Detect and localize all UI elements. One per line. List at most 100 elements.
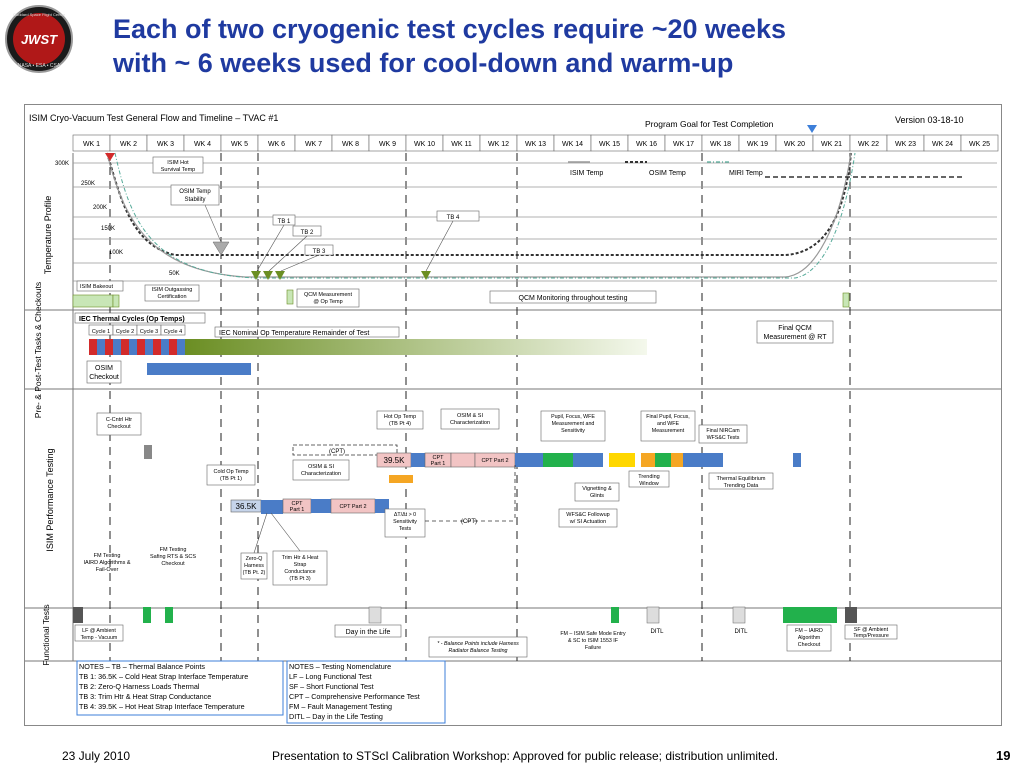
tb4-marker-icon — [421, 271, 431, 280]
temp-365k: 36.5K — [236, 502, 258, 511]
goal-marker-icon — [807, 125, 817, 133]
legend-osim: OSIM Temp — [649, 170, 686, 177]
week-label: WK 13 — [525, 141, 546, 148]
note-line: NOTES – Testing Nomenclature — [289, 662, 391, 671]
temp-150k: 150K — [101, 226, 115, 232]
version-label: Version 03-18-10 — [895, 115, 964, 125]
ditl1-bar — [646, 606, 660, 624]
iec-cycle-stripes — [89, 339, 185, 355]
section-pre-text: Pre- & Post-Test Tasks & Checkouts — [33, 282, 43, 418]
week-label: WK 15 — [599, 141, 620, 148]
cycle-stripe — [105, 339, 113, 355]
logo-bottom-text: NASA • ESA • CSA — [18, 63, 61, 69]
osim-temp-curve — [106, 152, 852, 256]
goal-label: Program Goal for Test Completion — [645, 119, 774, 129]
week-label: WK 24 — [932, 141, 953, 148]
week-label: WK 8 — [342, 141, 359, 148]
ditl2-label: DITL — [734, 629, 748, 635]
title-line-1: Each of two cryogenic test cycles requir… — [113, 14, 787, 44]
cycle-label: Cycle 3 — [140, 329, 158, 335]
week-label: WK 6 — [268, 141, 285, 148]
notes-test-box — [286, 660, 446, 724]
week-label: WK 7 — [305, 141, 322, 148]
week-label: WK 25 — [969, 141, 990, 148]
pupil-bar-green — [543, 453, 573, 467]
section-pre-label: Pre- & Post-Test Tasks & Checkouts — [33, 282, 43, 418]
cycle-stripe — [137, 339, 145, 355]
trending-bar — [609, 453, 635, 467]
cycle-stripe — [177, 339, 185, 355]
fm-safe-bar — [165, 607, 173, 623]
timeline-svg: ISIM Cryo-Vacuum Test General Flow and T… — [25, 113, 1001, 724]
cpt-part2-label: CPT Part 2 — [339, 504, 366, 510]
fm-iaird-bar — [783, 607, 837, 623]
footer-text: Presentation to STScI Calibration Worksh… — [272, 749, 779, 763]
miri-temp-curve — [114, 152, 856, 279]
tb1-marker-icon — [251, 271, 261, 280]
cycle-label: Cycle 1 — [92, 329, 110, 335]
week-label: WK 3 — [157, 141, 174, 148]
week-label: WK 12 — [488, 141, 509, 148]
note-line: TB 3: Trim Htr & Heat Strap Conductance — [79, 692, 211, 701]
week-label: WK 20 — [784, 141, 805, 148]
survival-marker-icon — [105, 153, 115, 161]
cycle-stripe — [153, 339, 161, 355]
tb3-marker-icon — [275, 271, 285, 280]
week-label: WK 23 — [895, 141, 916, 148]
tb4-label: TB 4 — [447, 215, 460, 221]
week-label: WK 16 — [636, 141, 657, 148]
cycle-label: Cycle 4 — [164, 329, 182, 335]
cycle-stripe — [97, 339, 105, 355]
week-dash-lines — [109, 153, 851, 661]
ditl2-bar — [732, 606, 746, 624]
week-cell — [960, 134, 999, 152]
day-life-bar — [368, 606, 382, 624]
bakeout-label: ISIM Bakeout — [80, 284, 113, 290]
cycle-stripe — [145, 339, 153, 355]
week-label: WK 10 — [414, 141, 435, 148]
tb2-marker-icon — [263, 271, 273, 280]
note-line: FM – Fault Management Testing — [289, 702, 392, 711]
cpt-label: (CPT) — [329, 449, 345, 455]
tb3-label: TB 3 — [313, 249, 326, 255]
logo-top-text: Goddard Space Flight Center — [13, 12, 66, 17]
cycle-stripe — [161, 339, 169, 355]
week-label: WK 19 — [747, 141, 768, 148]
page-title: Each of two cryogenic test cycles requir… — [113, 12, 1013, 80]
week-label: WK 11 — [451, 141, 472, 148]
temp-300k: 300K — [55, 161, 69, 167]
note-line: TB 2: Zero-Q Harness Loads Thermal — [79, 682, 200, 691]
note-line: TB 1: 36.5K – Cold Heat Strap Interface … — [79, 672, 248, 681]
cold-label: Cold Op Temp(TB Pt 1) — [213, 469, 248, 482]
legend-isim: ISIM Temp — [570, 170, 603, 177]
week-label: WK 1 — [83, 141, 100, 148]
cpt2-label: (CPT) — [461, 519, 477, 525]
section-func-label: Functional Tests — [41, 604, 51, 665]
footer-date: 23 July 2010 — [62, 749, 131, 763]
iec-label: IEC Thermal Cycles (Op Temps) — [79, 316, 185, 323]
week-label: WK 22 — [858, 141, 879, 148]
note-line: DITL – Day in the Life Testing — [289, 712, 383, 721]
fm-itf-bar — [143, 607, 151, 623]
section-perf-label: ISIM Performance Testing — [45, 448, 55, 551]
fm-isim-label: FM – ISIM Safe Mode Entry& SC to ISIM 15… — [560, 631, 626, 651]
note-line: TB 4: 39.5K – Hot Heat Strap Interface T… — [79, 702, 245, 711]
